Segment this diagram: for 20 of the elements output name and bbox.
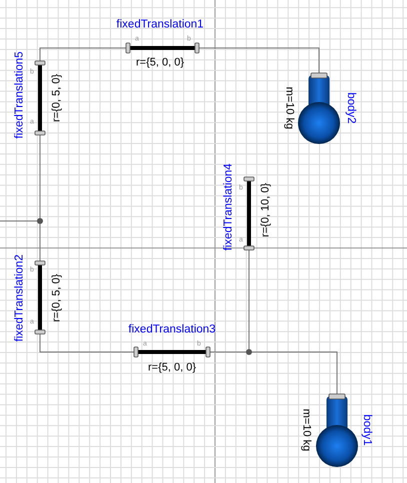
connection-line	[40, 334, 134, 352]
connection-line	[248, 250, 250, 350]
parameter-label: r={5, 0, 0}	[148, 362, 196, 374]
connection-line	[40, 48, 126, 62]
parameter-label: r={5, 0, 0}	[136, 58, 184, 68]
parameter-label: m=10 kg	[300, 408, 312, 452]
connection-line	[252, 352, 338, 394]
connection-line	[0, 220, 38, 222]
component-name: fixedTranslation3	[128, 324, 216, 336]
parameter-label: r={0, 5, 0}	[52, 274, 62, 322]
component-name: fixedTranslation1	[116, 19, 204, 31]
component-name: fixedTranslation5	[14, 51, 26, 139]
component-name: fixedTranslation2	[14, 254, 26, 342]
connection-line	[198, 48, 320, 74]
component-name: body1	[360, 414, 372, 446]
component-name: body2	[344, 92, 356, 124]
parameter-label: r={0, 10, 0}	[260, 182, 272, 238]
component-name: fixedTranslation4	[223, 163, 235, 251]
parameter-label: m=10 kg	[284, 86, 294, 130]
parameter-label: r={0, 5, 0}	[52, 74, 62, 122]
